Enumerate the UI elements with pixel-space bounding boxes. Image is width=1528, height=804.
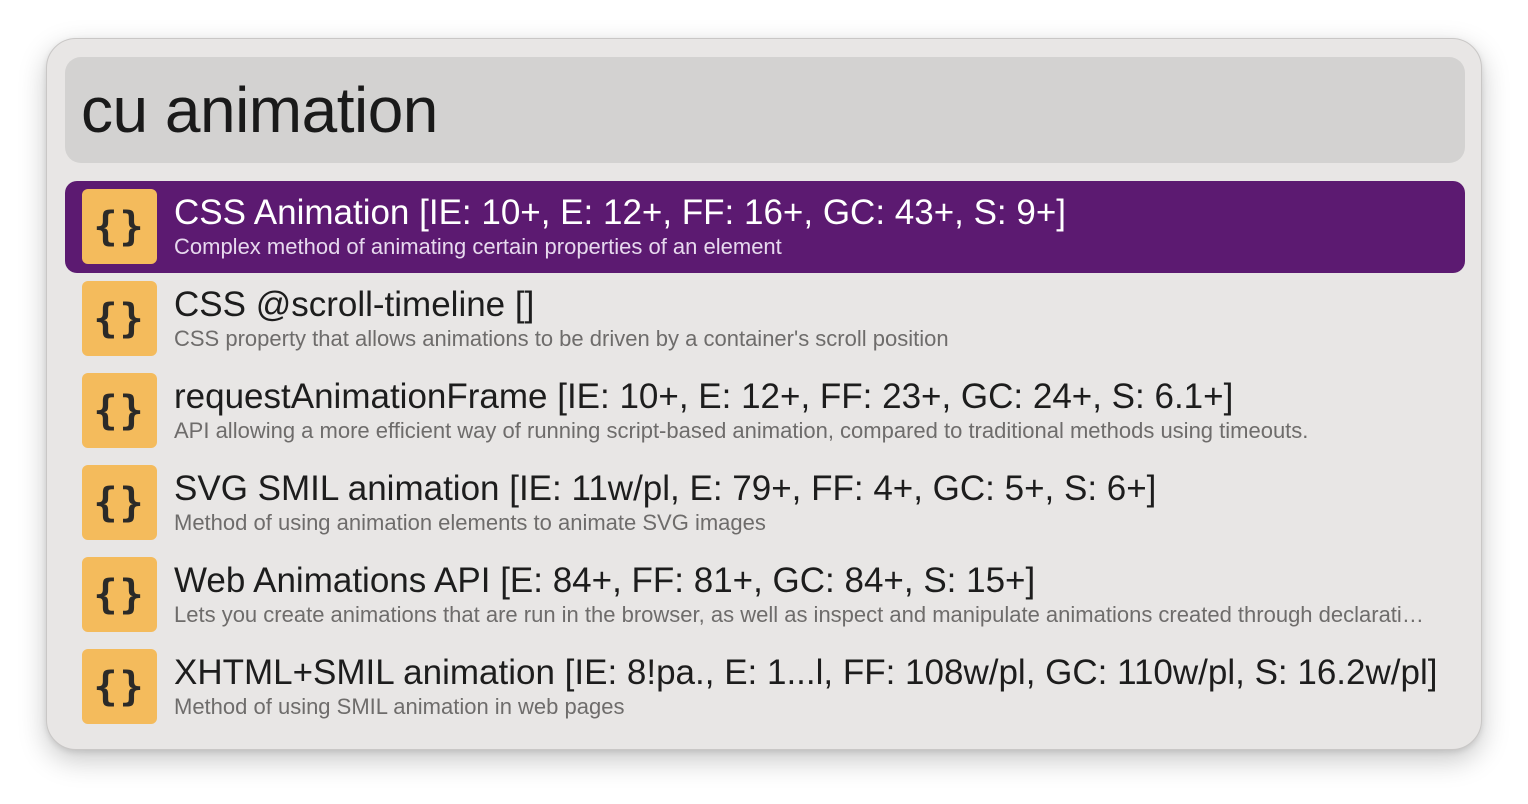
result-row-svg-smil-animation[interactable]: {} SVG SMIL animation [IE: 11w/pl, E: 79… bbox=[65, 457, 1465, 549]
result-title: CSS @scroll-timeline [] bbox=[174, 285, 535, 324]
result-row-css-scroll-timeline[interactable]: {} CSS @scroll-timeline [] CSS property … bbox=[65, 273, 1465, 365]
curly-braces-icon: {} bbox=[82, 465, 157, 540]
curly-braces-icon: {} bbox=[82, 373, 157, 448]
result-subtitle: API allowing a more efficient way of run… bbox=[174, 418, 1309, 443]
result-title: requestAnimationFrame [IE: 10+, E: 12+, … bbox=[174, 377, 1234, 416]
curly-braces-icon: {} bbox=[82, 557, 157, 632]
result-subtitle: Method of using animation elements to an… bbox=[174, 510, 766, 535]
result-subtitle: Complex method of animating certain prop… bbox=[174, 234, 782, 259]
launcher-window: {} CSS Animation [IE: 10+, E: 12+, FF: 1… bbox=[46, 38, 1482, 750]
result-title: Web Animations API [E: 84+, FF: 81+, GC:… bbox=[174, 561, 1036, 600]
result-row-request-animation-frame[interactable]: {} requestAnimationFrame [IE: 10+, E: 12… bbox=[65, 365, 1465, 457]
curly-braces-icon: {} bbox=[82, 649, 157, 724]
result-row-css-animation[interactable]: {} CSS Animation [IE: 10+, E: 12+, FF: 1… bbox=[65, 181, 1465, 273]
results-list: {} CSS Animation [IE: 10+, E: 12+, FF: 1… bbox=[65, 181, 1465, 733]
search-input[interactable] bbox=[81, 57, 1451, 163]
result-title: CSS Animation [IE: 10+, E: 12+, FF: 16+,… bbox=[174, 193, 1067, 232]
curly-braces-icon: {} bbox=[82, 281, 157, 356]
curly-braces-icon: {} bbox=[82, 189, 157, 264]
result-row-web-animations-api[interactable]: {} Web Animations API [E: 84+, FF: 81+, … bbox=[65, 549, 1465, 641]
result-subtitle: Lets you create animations that are run … bbox=[174, 602, 1432, 627]
result-subtitle: CSS property that allows animations to b… bbox=[174, 326, 949, 351]
result-subtitle: Method of using SMIL animation in web pa… bbox=[174, 694, 625, 719]
result-title: XHTML+SMIL animation [IE: 8!pa., E: 1...… bbox=[174, 653, 1438, 692]
result-title: SVG SMIL animation [IE: 11w/pl, E: 79+, … bbox=[174, 469, 1157, 508]
result-row-xhtml-smil-animation[interactable]: {} XHTML+SMIL animation [IE: 8!pa., E: 1… bbox=[65, 641, 1465, 733]
search-box[interactable] bbox=[65, 57, 1465, 163]
